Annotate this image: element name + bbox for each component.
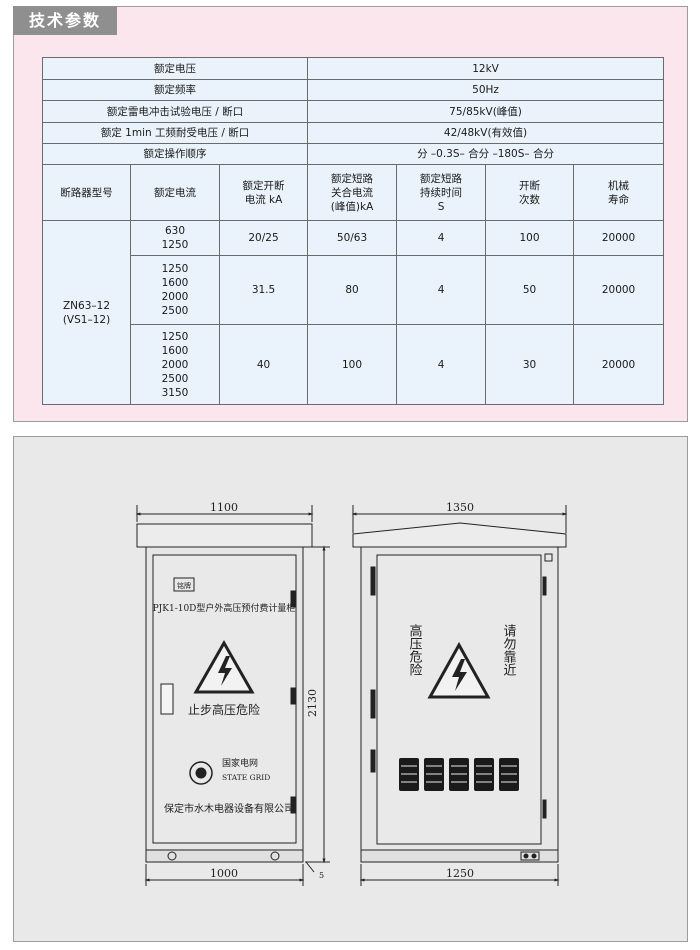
cabinet-roof (136, 523, 313, 548)
breaking-cell: 40 (218, 324, 309, 405)
table-row: 额定频率 50Hz (41, 79, 665, 101)
base-gap-label: 5 (319, 871, 324, 880)
column-header: 断路器型号 (42, 164, 131, 221)
breaking-cell: 20/25 (218, 220, 309, 256)
base-bolt (270, 851, 280, 861)
base-plate (520, 851, 540, 861)
column-header: 开断 次数 (485, 164, 575, 221)
state-grid-logo-core (195, 767, 207, 779)
nameplate-box (173, 577, 195, 592)
spec-value: 75/85kV(峰值) (307, 100, 665, 123)
operations-cell: 50 (485, 255, 575, 325)
table-header-row: 断路器型号 额定电流 额定开断 电流 kA 额定短路 关合电流 (峰值)kA 额… (42, 164, 665, 221)
table-row: 额定 1min 工频耐受电压 / 断口 42/48kV(有效值) (41, 122, 665, 144)
making-cell: 50/63 (307, 220, 398, 256)
hinge (370, 749, 376, 773)
cabinet-drawing: 1100 1000 2130 5 铭牌 PJK1-10D型户外高压预付费计量柜 … (135, 501, 568, 886)
hinge (290, 590, 297, 608)
lightning-icon (218, 656, 232, 686)
side-view (351, 505, 568, 886)
company-name: 保定市水木电器设备有限公司 (164, 802, 294, 815)
spec-label: 额定雷电冲击试验电压 / 断口 (41, 100, 309, 123)
spec-value: 分 –0.3S– 合分 –180S– 合分 (307, 143, 665, 165)
column-header: 额定短路 关合电流 (峰值)kA (307, 164, 398, 221)
base-bolt (167, 851, 177, 861)
state-grid-logo-icon (189, 761, 213, 785)
table-row: 1250 1600 2000 2500 31.5 80 4 50 20000 (43, 255, 665, 325)
side-bottom-width: 1250 (446, 867, 474, 880)
duration-cell: 4 (396, 255, 487, 325)
base-bolt (531, 853, 537, 859)
current-cell: 1250 1600 2000 2500 (130, 255, 220, 325)
grid-name-en: STATE GRID (222, 773, 270, 782)
table-row: ZN63–12 (VS1–12) 630 1250 20/25 50/63 4 … (42, 220, 665, 405)
spec-value: 12kV (307, 57, 665, 80)
product-name: PJK1-10D型户外高压预付费计量柜 (153, 602, 296, 614)
current-cell: 630 1250 (130, 220, 220, 256)
base-bolt (523, 853, 529, 859)
life-cell: 20000 (573, 324, 665, 405)
front-height: 2130 (306, 689, 319, 717)
front-labels: 1100 1000 2130 5 铭牌 PJK1-10D型户外高压预付费计量柜 … (153, 501, 325, 880)
column-header: 额定开断 电流 kA (218, 164, 309, 221)
cabinet-roof-side (352, 522, 567, 548)
vent-slats (401, 765, 517, 783)
spec-label: 额定操作顺序 (41, 143, 309, 165)
cabinet-door-side (376, 554, 542, 845)
column-header: 机械 寿命 (573, 164, 665, 221)
life-cell: 20000 (573, 255, 665, 325)
door-handle (160, 683, 174, 715)
front-bottom-width: 1000 (210, 867, 238, 880)
table-row: 额定操作顺序 分 –0.3S– 合分 –180S– 合分 (41, 143, 665, 165)
cabinet-door (152, 554, 297, 844)
warning-text: 止步高压危险 (188, 702, 260, 717)
side-warning-left: 高压危险 (407, 623, 423, 676)
side-warning-right: 请勿靠近 (501, 624, 517, 677)
hinge (370, 689, 376, 719)
latch (542, 799, 547, 819)
hinge (290, 687, 297, 705)
cabinet-base-side (360, 849, 559, 863)
table-row: 1250 1600 2000 2500 3150 40 100 4 30 200… (43, 324, 665, 405)
duration-cell: 4 (396, 324, 487, 405)
nameplate-label: 铭牌 (177, 581, 191, 590)
spec-label: 额定 1min 工频耐受电压 / 断口 (41, 122, 309, 144)
spec-label: 额定频率 (41, 79, 309, 101)
side-labels: 1350 1250 高压危险 请勿靠近 (407, 501, 517, 880)
hinge (370, 566, 376, 596)
drawing-panel (13, 436, 688, 942)
hinge (290, 796, 297, 814)
spec-value: 42/48kV(有效值) (307, 122, 665, 144)
front-top-width: 1100 (210, 501, 238, 514)
lightning-icon (452, 659, 467, 691)
section-title: 技术参数 (13, 6, 117, 35)
operations-cell: 100 (485, 220, 575, 256)
table-row: 额定电压 12kV (41, 57, 665, 80)
making-cell: 100 (307, 324, 398, 405)
latch-icon (544, 553, 553, 562)
cabinet-base (145, 849, 304, 863)
spec-value: 50Hz (307, 79, 665, 101)
grid-name-cn: 国家电网 (222, 757, 258, 769)
operations-cell: 30 (485, 324, 575, 405)
model-cell: ZN63–12 (VS1–12) (42, 220, 131, 405)
making-cell: 80 (307, 255, 398, 325)
latch (542, 576, 547, 596)
duration-cell: 4 (396, 220, 487, 256)
life-cell: 20000 (573, 220, 665, 256)
leader-line (305, 861, 315, 873)
front-view (135, 505, 330, 886)
current-cell: 1250 1600 2000 2500 3150 (130, 324, 220, 405)
table-row: 额定雷电冲击试验电压 / 断口 75/85kV(峰值) (41, 100, 665, 123)
spec-table: 额定电压 12kV 额定频率 50Hz 额定雷电冲击试验电压 / 断口 75/8… (41, 57, 665, 405)
breaking-cell: 31.5 (218, 255, 309, 325)
spec-label: 额定电压 (41, 57, 309, 80)
column-header: 额定电流 (130, 164, 220, 221)
column-header: 额定短路 持续时间 S (396, 164, 487, 221)
side-top-width: 1350 (446, 501, 474, 514)
